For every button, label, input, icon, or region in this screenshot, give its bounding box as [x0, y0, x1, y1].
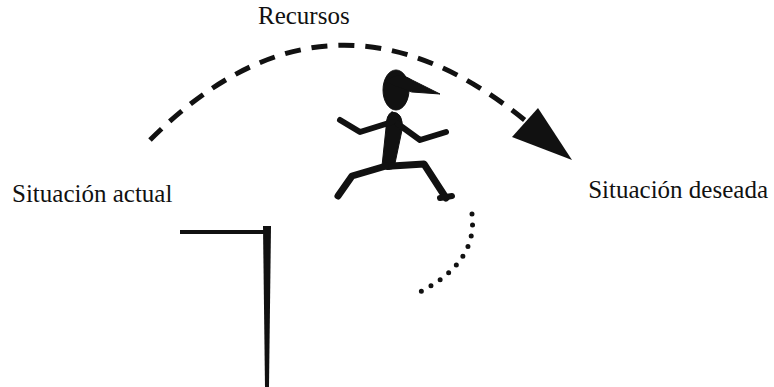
state-label: Situación actual [12, 180, 172, 208]
dotted-trail [420, 214, 473, 292]
state-label: Situación deseada [588, 176, 768, 204]
hurdle-post [263, 226, 271, 387]
arrowhead [512, 108, 572, 160]
resource-label: Recursos [258, 2, 350, 30]
dashed-arc [150, 45, 527, 140]
hurdle-bar [180, 230, 270, 234]
runner-figure [338, 70, 452, 198]
